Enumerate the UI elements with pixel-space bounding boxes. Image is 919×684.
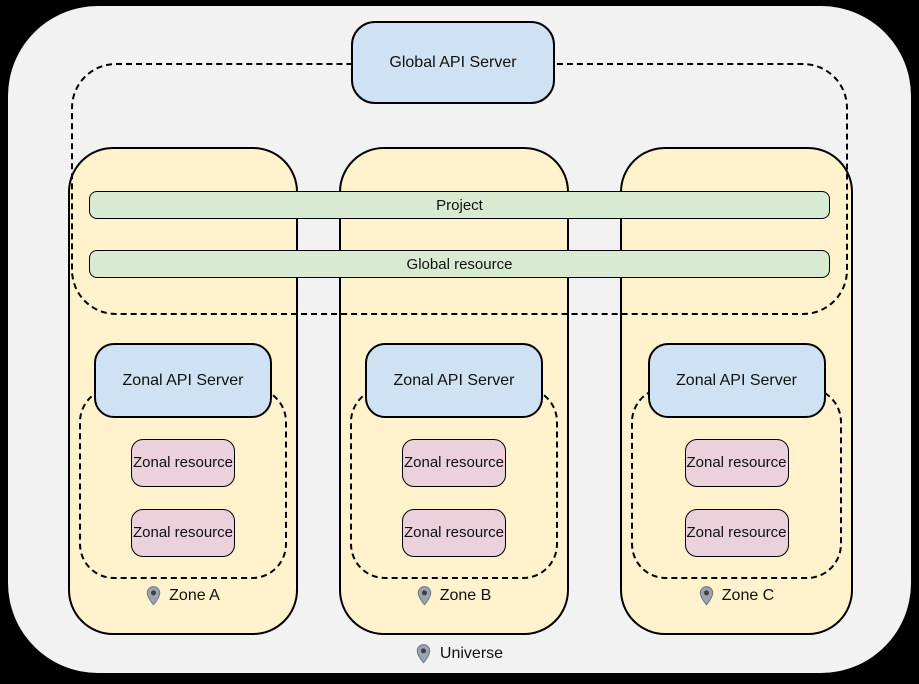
zone-a-zonal-resource-box: Zonal resource xyxy=(131,439,235,487)
location-pin-icon xyxy=(417,586,431,606)
zone-b-zonal-resource-box: Zonal resource xyxy=(402,509,506,557)
zone-name: Zone A xyxy=(169,587,220,604)
global-resource-bar-label: Global resource xyxy=(406,255,513,273)
zone-name: Zone B xyxy=(439,587,492,604)
zone-c-container: Zonal API Server Zonal resource Zonal re… xyxy=(620,147,853,635)
zone-a-label: Zone A xyxy=(70,586,296,606)
zonal-api-server-label: Zonal API Server xyxy=(122,371,244,389)
global-api-server-label: Global API Server xyxy=(389,53,517,71)
zonal-resource-label: Zonal resource xyxy=(403,454,505,471)
zone-b-container: Zonal API Server Zonal resource Zonal re… xyxy=(339,147,569,635)
global-resource-bar: Global resource xyxy=(89,250,830,278)
project-bar: Project xyxy=(89,191,830,219)
zone-a-zonal-resource-box: Zonal resource xyxy=(131,509,235,557)
zone-c-label: Zone C xyxy=(622,586,851,606)
location-pin-icon xyxy=(416,644,431,664)
location-pin-icon xyxy=(699,586,713,606)
zone-c-zonal-api-server-box: Zonal API Server xyxy=(647,343,826,418)
zone-b-zonal-api-server-box: Zonal API Server xyxy=(365,343,543,418)
zonal-api-server-label: Zonal API Server xyxy=(393,371,515,389)
zone-c-zonal-resource-box: Zonal resource xyxy=(684,509,789,557)
zone-c-zonal-resource-box: Zonal resource xyxy=(684,439,789,487)
zone-a-container: Zonal API Server Zonal resource Zonal re… xyxy=(68,147,298,635)
location-pin-icon xyxy=(146,586,161,606)
zonal-resource-label: Zonal resource xyxy=(403,524,505,541)
universe-label: Universe xyxy=(0,644,919,664)
zone-a-zonal-api-server-box: Zonal API Server xyxy=(94,343,272,418)
project-bar-label: Project xyxy=(436,196,483,214)
zone-b-zonal-resource-box: Zonal resource xyxy=(402,439,506,487)
zonal-resource-label: Zonal resource xyxy=(686,454,787,471)
zonal-resource-label: Zonal resource xyxy=(132,454,234,471)
zone-b-label: Zone B xyxy=(341,586,567,606)
zone-name: Zone C xyxy=(721,587,775,604)
zonal-resource-label: Zonal resource xyxy=(132,524,234,541)
zonal-api-server-label: Zonal API Server xyxy=(676,371,797,389)
zonal-resource-label: Zonal resource xyxy=(686,524,787,541)
universe-name: Universe xyxy=(439,645,504,662)
global-api-server-box: Global API Server xyxy=(351,21,555,104)
